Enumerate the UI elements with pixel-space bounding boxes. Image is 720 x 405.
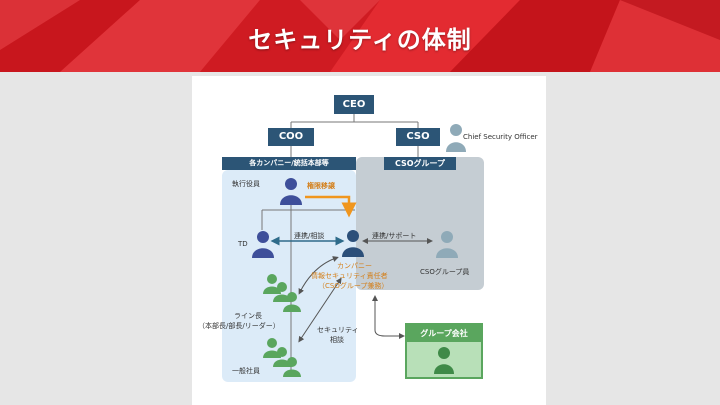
cso-group-member-label: CSOグループ員 bbox=[420, 268, 470, 276]
company-officer-line3: （CSOグループ兼務） bbox=[318, 282, 389, 290]
executive-label: 執行役員 bbox=[232, 180, 260, 188]
cso-title-label: Chief Security Officer bbox=[463, 133, 538, 141]
general-employee-people-icon bbox=[263, 338, 301, 377]
coo-box: COO bbox=[268, 128, 314, 146]
cso-box: CSO bbox=[396, 128, 440, 146]
group-company-box: グループ会社 bbox=[405, 323, 483, 379]
collab-consult-label: 連携/相談 bbox=[294, 232, 325, 240]
security-consult-line2: 相談 bbox=[330, 336, 344, 344]
header-background bbox=[0, 0, 720, 72]
collab-support-label: 連携/サポート bbox=[372, 232, 417, 240]
general-employee-label: 一般社員 bbox=[232, 367, 260, 375]
page-title: セキュリティの体制 bbox=[248, 26, 472, 54]
cso-group-box: CSOグループ bbox=[384, 157, 456, 170]
group-company-person-icon bbox=[434, 347, 454, 374]
cso-person-icon bbox=[446, 124, 466, 152]
cso-group-member-person-icon bbox=[436, 231, 458, 258]
company-box: 各カンパニー/統括本部等 bbox=[222, 157, 356, 170]
ceo-box: CEO bbox=[334, 95, 374, 114]
company-officer-line1: カンパニー bbox=[337, 262, 372, 270]
cso-group-region bbox=[356, 157, 484, 290]
delegation-label: 権限移譲 bbox=[307, 182, 335, 190]
company-officer-line2: 情報セキュリティ責任者 bbox=[311, 272, 388, 280]
td-person-icon bbox=[252, 231, 274, 258]
company-officer-person-icon bbox=[342, 230, 364, 257]
line-manager-people-icon bbox=[263, 274, 301, 312]
line-manager-line1: ライン長 bbox=[234, 312, 262, 320]
line-manager-line2: （本部長/部長/リーダー） bbox=[198, 322, 280, 330]
td-label: TD bbox=[238, 240, 248, 248]
slide-header: セキュリティの体制 bbox=[0, 0, 720, 72]
security-consult-line1: セキュリティ bbox=[317, 326, 359, 334]
group-company-label: グループ会社 bbox=[407, 325, 481, 342]
executive-person-icon bbox=[280, 178, 302, 205]
